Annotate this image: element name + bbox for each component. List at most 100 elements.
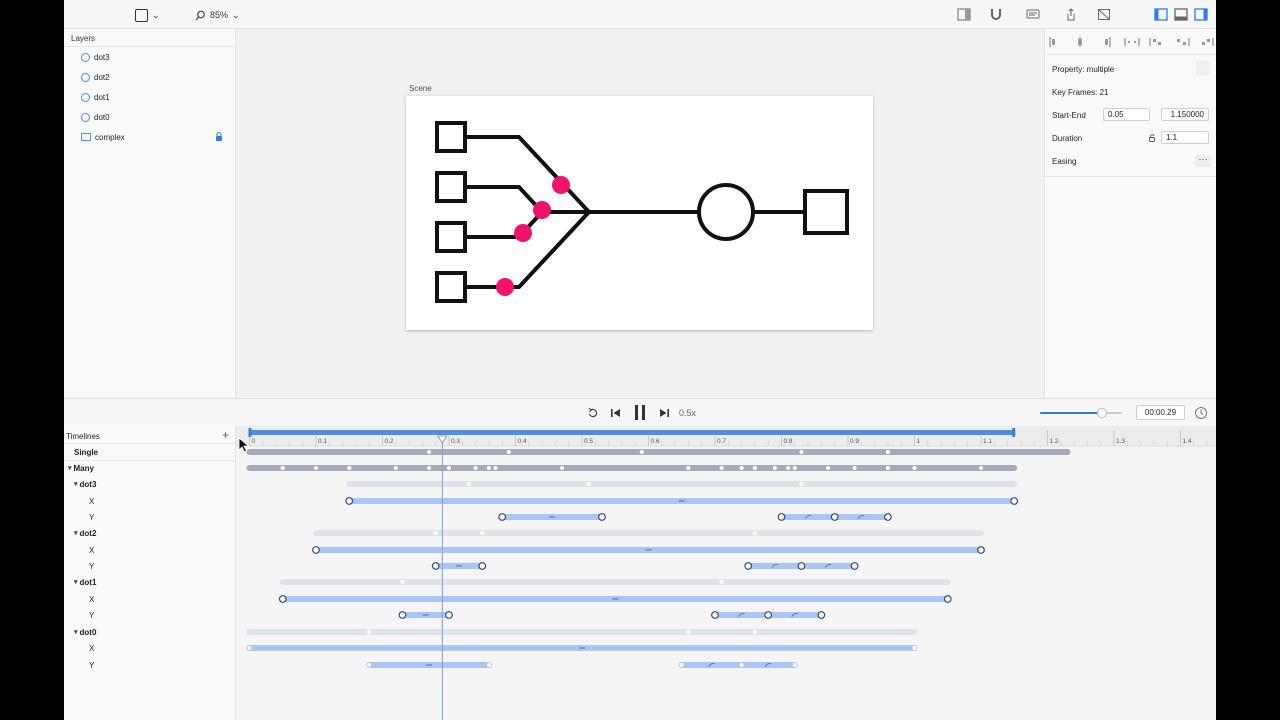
clock-icon[interactable] (1194, 406, 1208, 420)
keyframe-dot (466, 482, 471, 486)
volume-slider-fill (1040, 412, 1102, 414)
timeline-row-y[interactable]: Y (89, 608, 94, 622)
unlock-icon[interactable] (1149, 134, 1156, 142)
disclosure-triangle-icon[interactable]: ▾ (74, 481, 78, 488)
disclosure-triangle-icon[interactable]: ▾ (74, 530, 78, 537)
keyframe-dot (486, 663, 491, 667)
skip-forward-icon (660, 409, 669, 417)
add-timeline-button[interactable]: + (222, 428, 230, 442)
align-left-button[interactable] (1049, 36, 1061, 48)
end-input[interactable]: 1.150000 (1161, 108, 1209, 121)
keyframe-handle (817, 611, 826, 619)
keyframe-handle (478, 562, 487, 570)
keyframe-handle (777, 513, 786, 521)
duration-input[interactable]: 1.1 (1161, 131, 1209, 144)
share-icon (1067, 8, 1075, 21)
keyframe-dot (314, 466, 318, 470)
share-button[interactable] (1064, 8, 1078, 21)
panel-toggle-button[interactable] (957, 8, 971, 21)
left-panel-icon (1154, 8, 1168, 21)
timeline-row-y[interactable]: Y (89, 559, 94, 573)
scene-artboard[interactable] (406, 96, 873, 330)
keyframe-handle (830, 513, 839, 521)
loop-icon (588, 408, 598, 418)
disclosure-triangle-icon[interactable]: ▾ (74, 629, 78, 636)
export-button[interactable] (1097, 8, 1111, 21)
inspector-panel: Property: multiple Key Frames: 21 Start-… (1044, 29, 1216, 398)
shape-tool-button[interactable]: ⌄ (135, 7, 160, 23)
keyframe-dot (686, 630, 691, 634)
timeline-row-label: X (89, 496, 95, 506)
bottom-panel-toggle[interactable] (1174, 8, 1188, 21)
align-top-button[interactable] (1149, 36, 1165, 48)
ruler-label: 0.5 (584, 438, 593, 445)
timeline-row-single[interactable]: Single (74, 445, 98, 459)
layer-item-dot1[interactable]: dot1 (81, 89, 231, 105)
align-top-icon (1149, 38, 1161, 46)
layer-item-complex[interactable]: complex (81, 129, 231, 145)
timeline-row-label: dot2 (79, 528, 97, 538)
keyframe-dot (427, 450, 432, 454)
animation-editor: ⌄ 85% ⌄ Layers (64, 0, 1216, 720)
align-middle-button[interactable] (1174, 36, 1190, 48)
align-center-button[interactable] (1074, 36, 1086, 48)
timeline-row-x[interactable]: X (89, 592, 94, 606)
timeline-row-dot3[interactable]: ▾dot3 (74, 477, 96, 491)
align-bottom-button[interactable] (1199, 36, 1215, 48)
skip-back-button[interactable] (610, 407, 621, 419)
timeline-row-x[interactable]: X (89, 641, 94, 655)
wire-2 (465, 185, 589, 214)
timeline-row-many[interactable]: ▾Many (68, 461, 94, 475)
easing-options-button[interactable]: ··· (1195, 155, 1211, 167)
keyframe-dot (247, 646, 252, 650)
skip-forward-button[interactable] (659, 407, 670, 419)
start-input[interactable]: 0.05 (1103, 108, 1150, 121)
keyframe-dot (586, 482, 591, 486)
layer-item-dot2[interactable]: dot2 (81, 69, 231, 85)
timeline-row-dot0[interactable]: ▾dot0 (74, 625, 96, 639)
left-panel-toggle[interactable] (1154, 8, 1168, 21)
easing-curve-marker (791, 612, 798, 617)
right-panel-toggle[interactable] (1194, 8, 1208, 21)
easing-curve-marker (771, 563, 778, 568)
playback-bar: 0.5x 00:00.29 (64, 398, 1216, 426)
timelines-header: Timelines + (64, 426, 236, 444)
zoom-control[interactable]: 85% ⌄ (195, 7, 240, 23)
chevron-down-icon: ⌄ (152, 9, 160, 20)
volume-slider[interactable] (1040, 408, 1122, 418)
volume-slider-knob[interactable] (1096, 408, 1107, 418)
comment-button[interactable] (1026, 8, 1040, 21)
align-right-button[interactable] (1099, 36, 1111, 48)
timeline-row-dot2[interactable]: ▾dot2 (74, 526, 96, 540)
divider (64, 460, 236, 461)
timeline-row-x[interactable]: X (89, 494, 94, 508)
loop-button[interactable] (587, 407, 599, 419)
playhead-handle (437, 435, 448, 444)
distribute-button[interactable] (1124, 36, 1140, 48)
keyframe-handle (498, 513, 507, 521)
pause-button[interactable] (633, 404, 647, 421)
disclosure-triangle-icon[interactable]: ▾ (74, 579, 78, 586)
keyframe-handle (398, 611, 407, 619)
magnet-button[interactable] (989, 8, 1003, 21)
layer-item-dot0[interactable]: dot0 (81, 109, 231, 125)
layer-item-dot3[interactable]: dot3 (81, 49, 231, 65)
timeline-row-x[interactable]: X (89, 543, 94, 557)
playback-speed[interactable]: 0.5x (679, 408, 697, 418)
keyframe-dot (480, 531, 485, 535)
timeline-row-dot1[interactable]: ▾dot1 (74, 575, 96, 589)
ruler-label: 0.1 (318, 438, 327, 445)
lock-icon[interactable] (215, 132, 223, 141)
timecode-field[interactable]: 00:00.29 (1136, 405, 1185, 420)
keyframe-dot (752, 531, 757, 535)
keyframe-dot (885, 450, 890, 454)
disclosure-triangle-icon[interactable]: ▾ (68, 465, 72, 472)
search-icon (195, 10, 205, 20)
layer-name: dot3 (94, 52, 110, 62)
timeline-row-y[interactable]: Y (89, 510, 94, 524)
timeline-row-label: Y (89, 561, 95, 571)
timeline-row-y[interactable]: Y (89, 658, 94, 672)
canvas[interactable]: Scene (236, 29, 1044, 398)
timeline-row-label: dot1 (79, 577, 97, 587)
